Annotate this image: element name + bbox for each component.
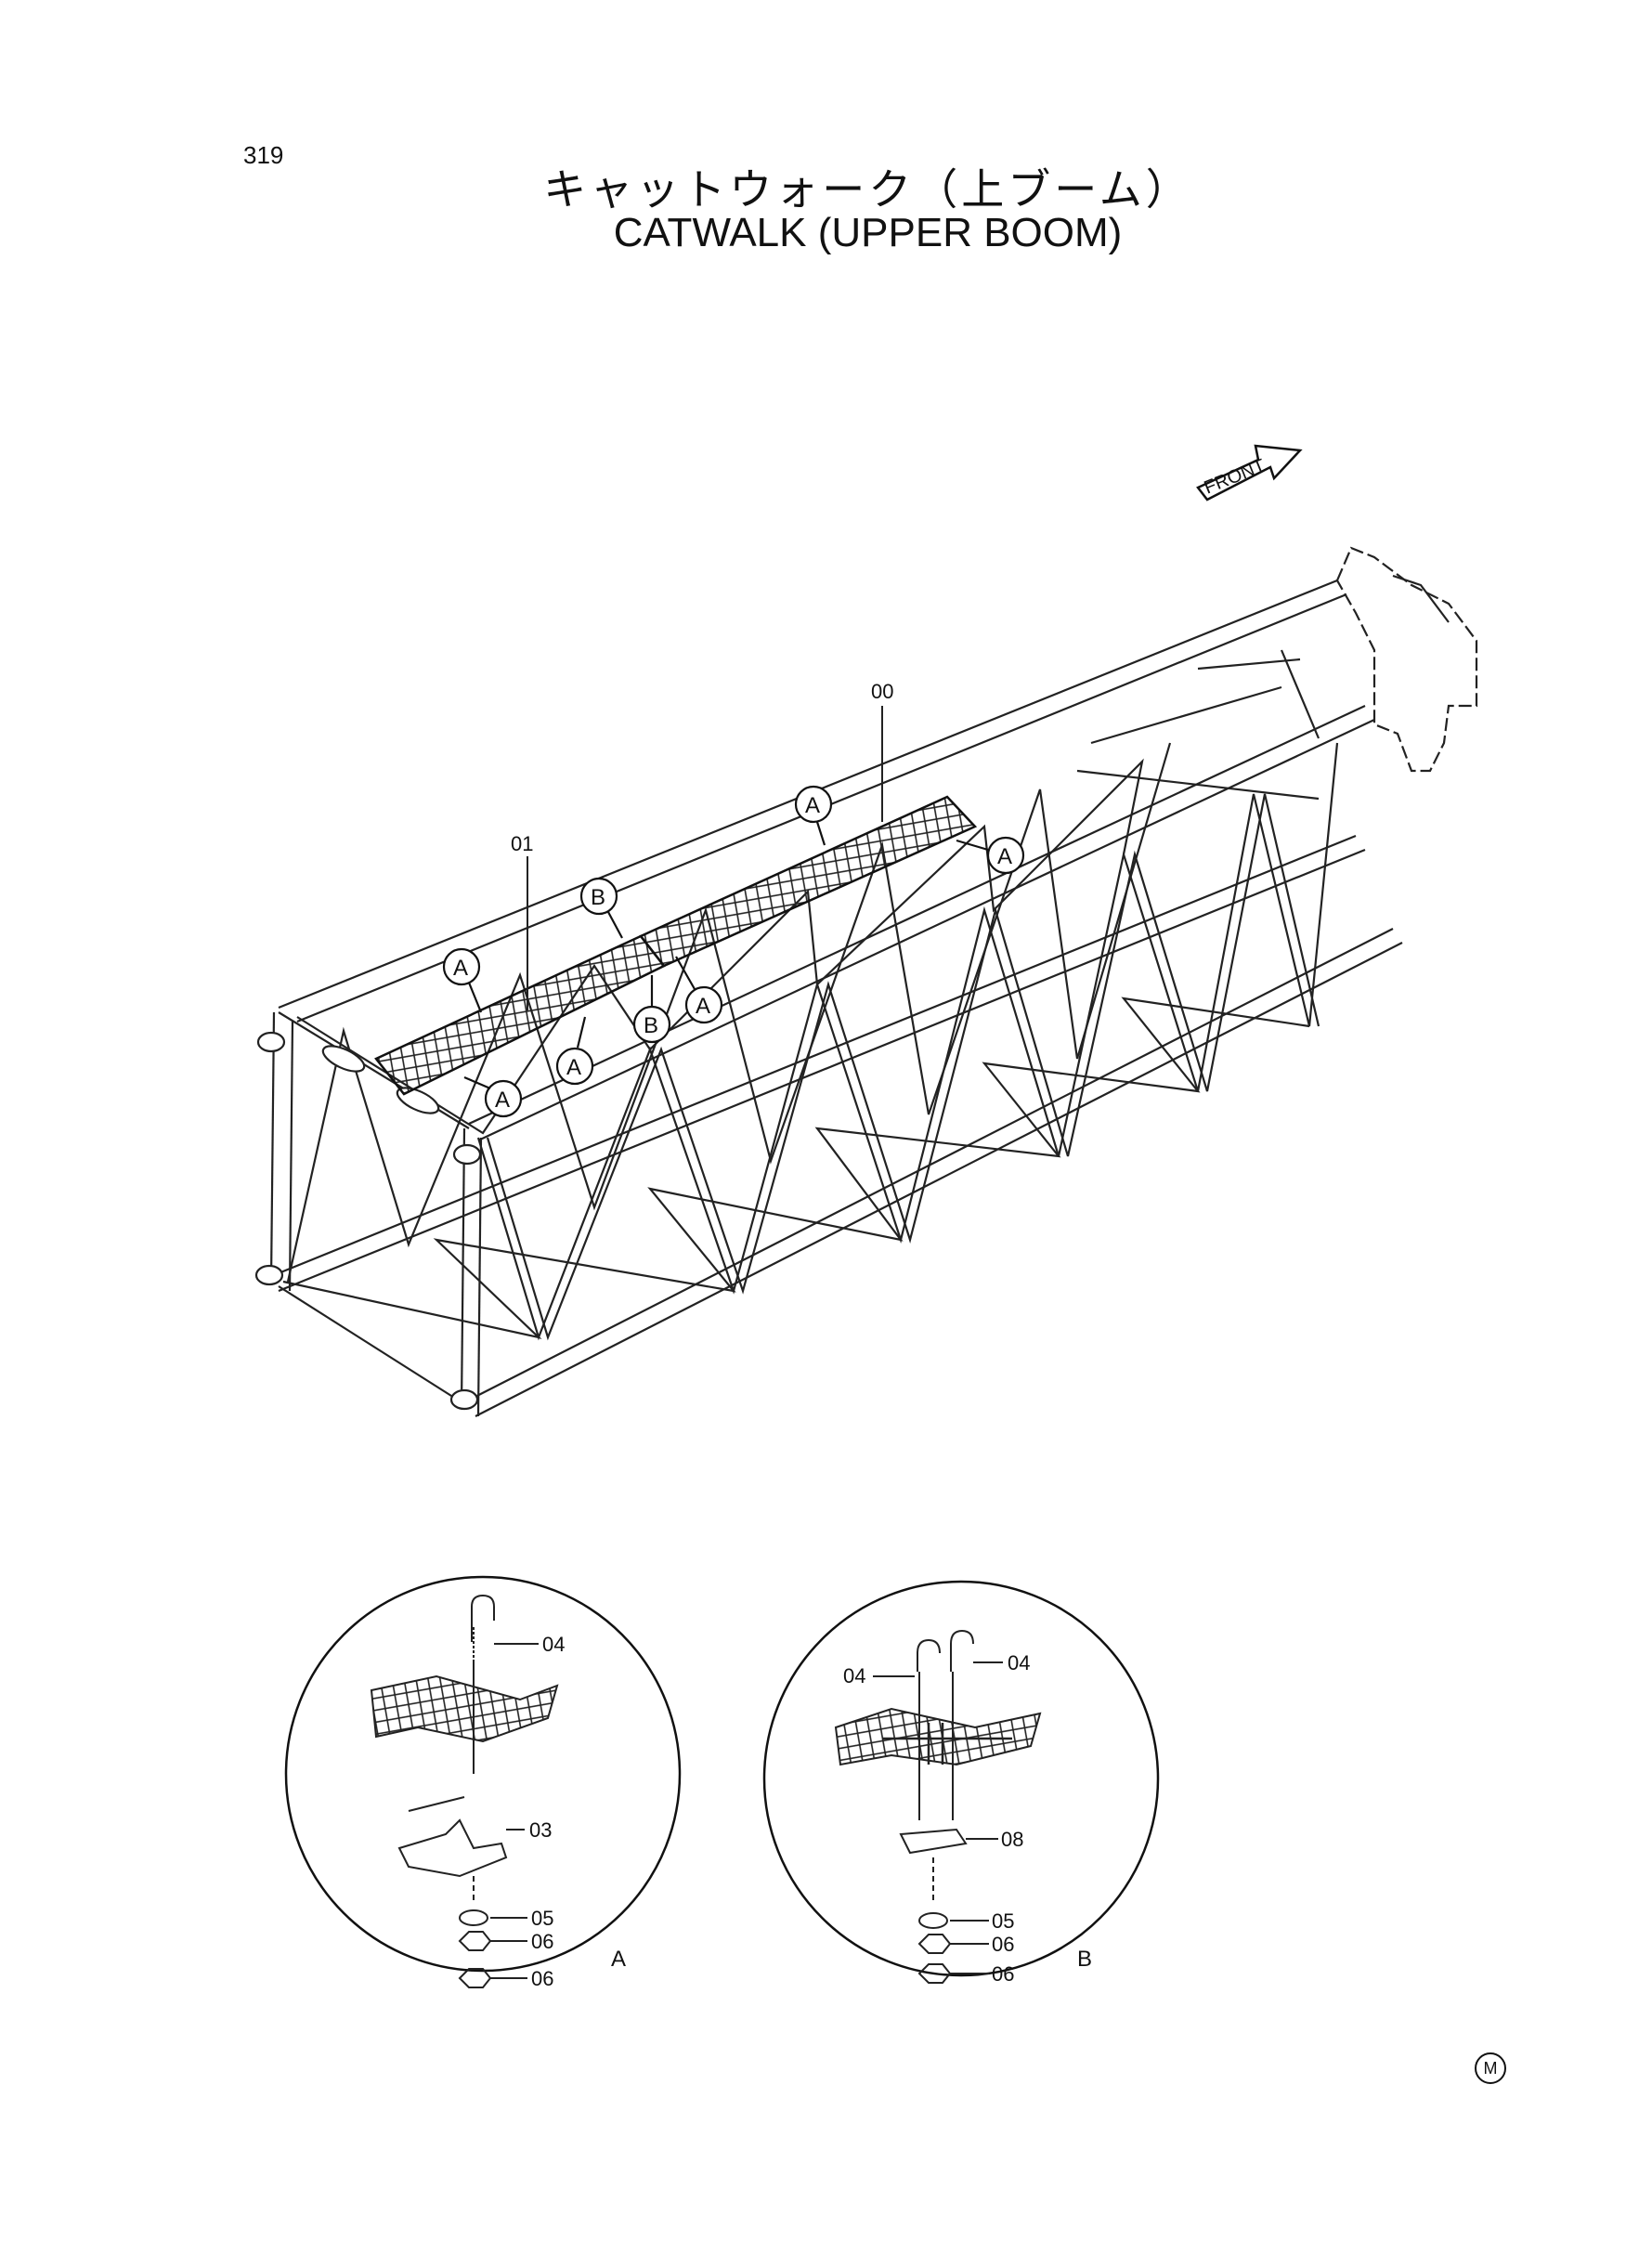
nut-icon <box>458 1931 492 1951</box>
front-label: FRONT <box>1202 455 1268 498</box>
catwalk-planks <box>374 795 978 1096</box>
washer-icon <box>918 1912 948 1929</box>
label-06-a1: 06 <box>531 1930 553 1953</box>
plate-icon <box>899 1828 968 1855</box>
svg-text:A: A <box>997 844 1012 869</box>
washer-icon <box>459 1909 488 1926</box>
svg-text:B: B <box>644 1013 658 1038</box>
clamp-icon <box>397 1818 508 1878</box>
label-06-a2: 06 <box>531 1967 553 1990</box>
callout-a-3: A <box>555 1016 594 1086</box>
label-part-00: 00 <box>871 680 893 703</box>
svg-text:B: B <box>591 885 605 910</box>
mesh-grating <box>834 1707 1042 1766</box>
ubolt-icon <box>917 1638 941 1672</box>
pin-bosses <box>254 1031 482 1411</box>
callout-a-1: A <box>442 947 483 1013</box>
ubolt-icon <box>950 1629 974 1672</box>
label-05-a: 05 <box>531 1907 553 1930</box>
callout-b-2: B <box>632 975 671 1044</box>
label-06-b2: 06 <box>992 1962 1014 1986</box>
corner-mark: M <box>1475 2052 1506 2084</box>
callout-a-5: A <box>794 785 833 846</box>
label-04-a: 04 <box>542 1633 565 1656</box>
label-08: 08 <box>1001 1828 1023 1851</box>
detail-a-label: A <box>611 1947 626 1972</box>
detail-b-label: B <box>1077 1947 1092 1972</box>
callout-a-6: A <box>956 836 1025 875</box>
detail-b: 04 04 08 05 06 06 B <box>762 1580 1160 1986</box>
page-number: 319 <box>243 141 284 169</box>
svg-text:A: A <box>566 1055 581 1080</box>
label-part-01: 01 <box>511 832 533 855</box>
ubolt-icon <box>471 1594 495 1642</box>
callout-b-1: B <box>579 877 623 939</box>
label-04-b1: 04 <box>843 1664 865 1687</box>
title-english: CATWALK (UPPER BOOM) <box>613 210 1123 255</box>
svg-text:A: A <box>453 956 468 981</box>
label-04-b2: 04 <box>1008 1651 1030 1674</box>
svg-text:A: A <box>805 793 820 818</box>
label-03: 03 <box>529 1818 552 1842</box>
boom-lattice <box>268 546 1478 1417</box>
title-japanese: キャットウォーク（上ブーム） <box>543 164 1192 215</box>
callout-a-2: A <box>463 1075 523 1118</box>
svg-text:A: A <box>696 994 710 1019</box>
front-arrow-icon: FRONT <box>1196 444 1303 502</box>
callout-a-4: A <box>675 956 723 1024</box>
detail-a: 04 03 05 06 06 A <box>284 1575 682 1990</box>
mesh-grating <box>370 1674 559 1743</box>
nut-icon <box>917 1934 952 1954</box>
svg-text:A: A <box>495 1088 510 1113</box>
label-05-b: 05 <box>992 1909 1014 1933</box>
label-06-b1: 06 <box>992 1933 1014 1956</box>
